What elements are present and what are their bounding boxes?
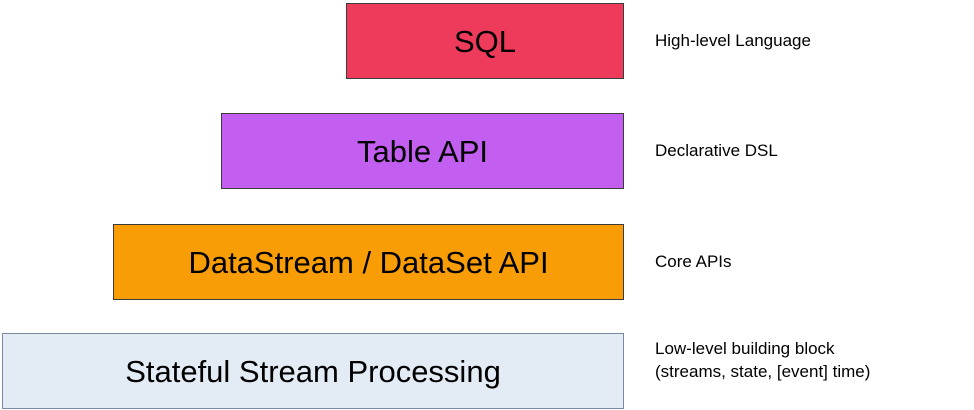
layer-table-api: Table API xyxy=(221,113,624,189)
layer-sql: SQL xyxy=(346,3,624,79)
annotation-stateful-stream-processing: Low-level building block (streams, state… xyxy=(655,339,871,381)
layer-table-api-label: Table API xyxy=(357,133,488,169)
layer-stateful-stream-processing: Stateful Stream Processing xyxy=(2,333,624,409)
layer-datastream-dataset-api-label: DataStream / DataSet API xyxy=(188,244,549,280)
annotation-table-api: Declarative DSL xyxy=(655,141,778,160)
layer-stateful-stream-processing-label: Stateful Stream Processing xyxy=(125,353,501,389)
layer-sql-label: SQL xyxy=(453,23,517,59)
annotation-sql: High-level Language xyxy=(655,31,811,50)
annotation-datastream-dataset-api: Core APIs xyxy=(655,252,732,271)
layer-datastream-dataset-api: DataStream / DataSet API xyxy=(113,224,624,300)
